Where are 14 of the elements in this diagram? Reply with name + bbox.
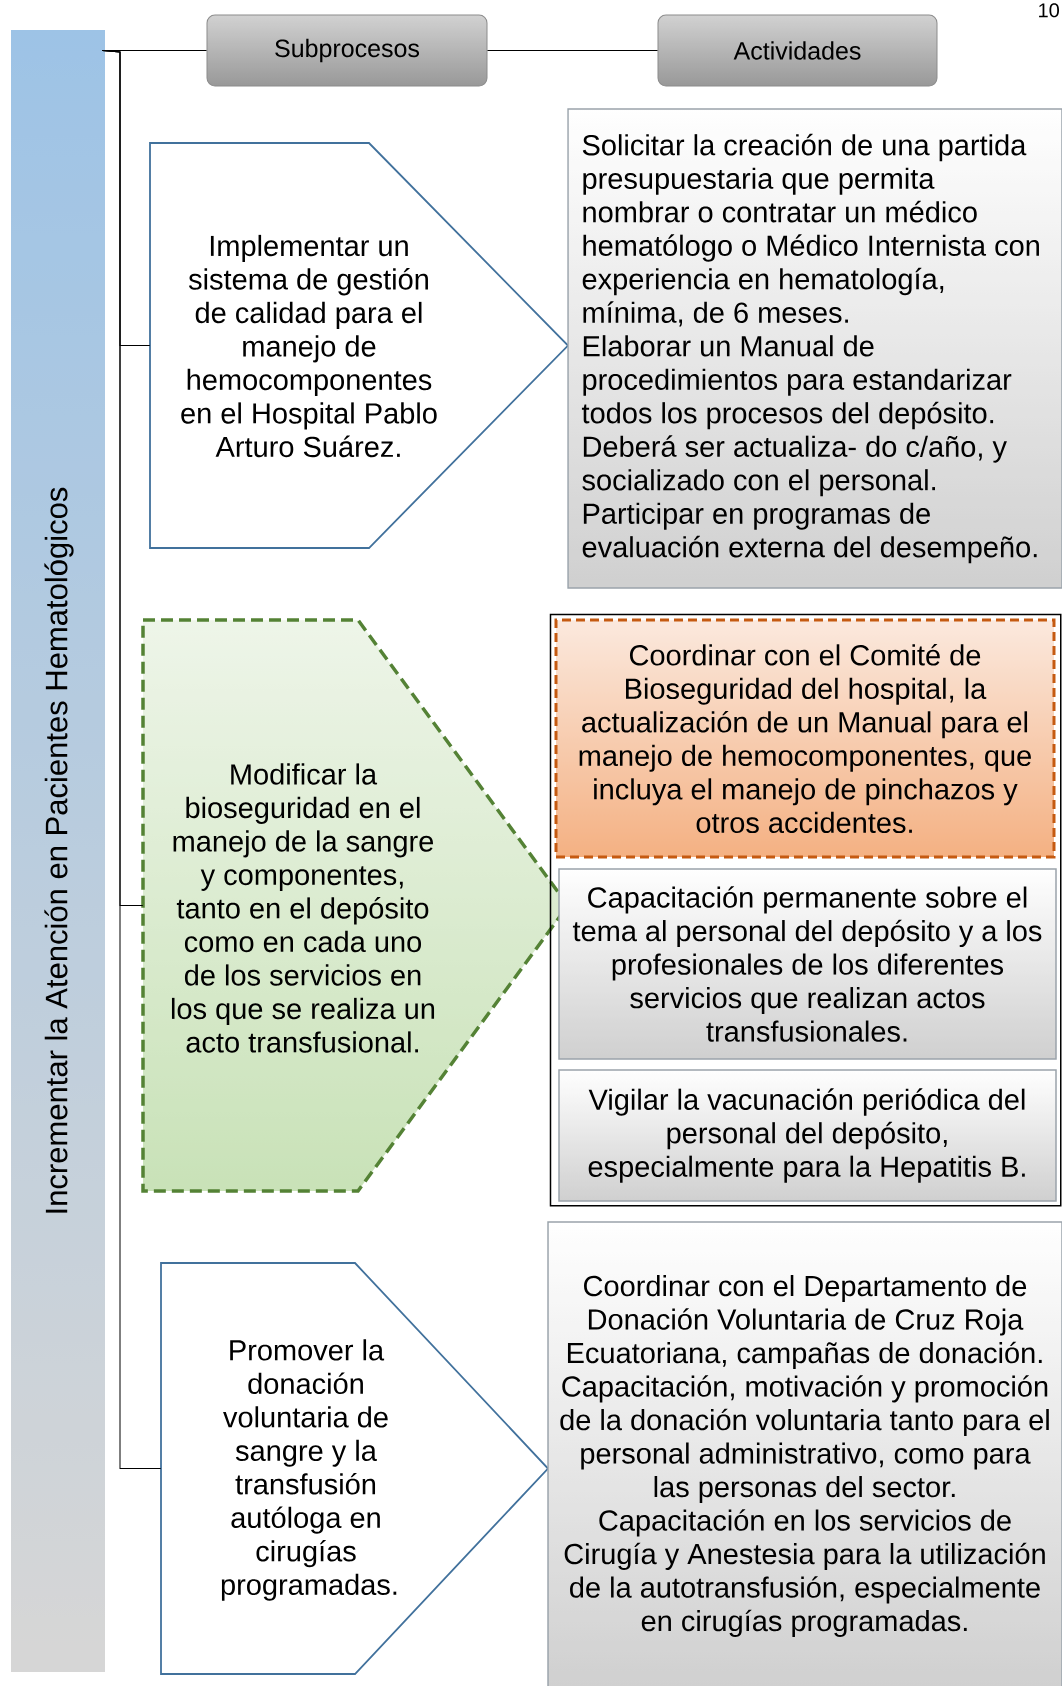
activity-box: Vigilar la vacunación periódica del personal del depósito, especialmente para la Hepatitis B. [558, 1069, 1057, 1202]
activity-box: Solicitar la creación de una partida presupuestaria que permita nombrar o contratar un médico hematólogo o Médico Internista con experiencia en hematología, mínima, de 6 meses. Elaborar un Manual de procedimientos para estandarizar todos los procesos del depósito. Deberá ser actualiza- do c/año, y socializado con el personal. Participar en programas de evaluación externa del desempeño. [567, 108, 1062, 589]
header-box: Subprocesos [206, 14, 488, 87]
pentagon-box: Implementar un sistema de gestión de calidad para el manejo de hemocomponentes en el Hospital Pablo Arturo Suárez. [149, 142, 570, 549]
header-box: Actividades [657, 14, 938, 87]
connector-line [487, 50, 658, 51]
group-frame [549, 613, 1062, 1207]
side-band: Incrementar la Atención en Pacientes Hematológicos [11, 30, 105, 1672]
highlighted-activity-box: Coordinar con el Comité de Bioseguridad del hospital, la actualización de un Manual para el manejo de hemocomponentes, que incluya el manejo de pinchazos y otros accidentes. [554, 618, 1056, 859]
activity-box: Coordinar con el Departamento de Donación Voluntaria de Cruz Roja Ecuatoriana, campañas de donación. Capacitación, motivación y promoción de la donación voluntaria tanto para el personal administrativo, como para las personas del sector. Capacitación en los servicios de Cirugía y Anestesia para la utilización de la autotransfusión, especialmente en cirugías programadas. [547, 1221, 1062, 1686]
pentagon-box: Promover la donación voluntaria de sangre y la transfusión autóloga en cirugías programadas. [160, 1262, 550, 1675]
page-number: 10 [1039, 3, 1059, 18]
activity-box: Capacitación permanente sobre el tema al personal del depósito y a los profesionales de los diferentes servicios que realizan actos transfusionales. [558, 868, 1057, 1060]
connector-line [101, 50, 162, 1469]
